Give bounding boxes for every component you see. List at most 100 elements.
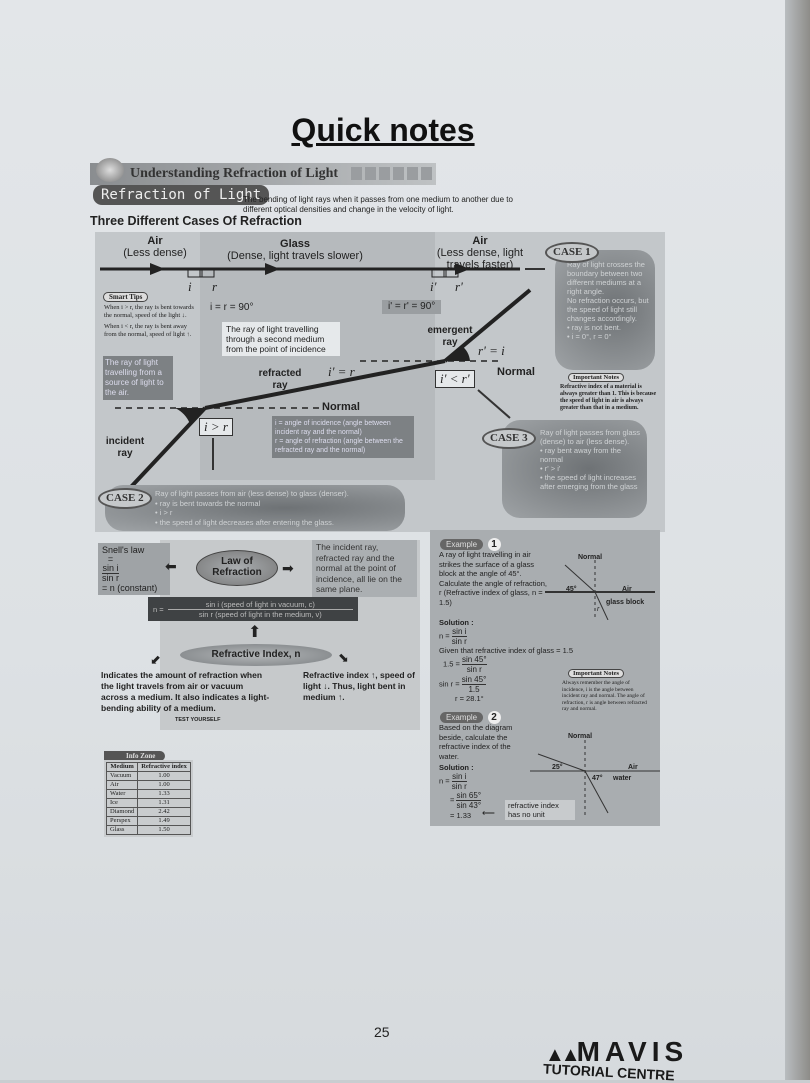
case2-bullet: • ray is bent towards the normal (155, 498, 261, 508)
eq-ip-r: i' = r (328, 364, 355, 379)
no-unit-note: refractive index has no unit (505, 800, 575, 820)
case3-badge: CASE 3 (482, 428, 536, 449)
tip: When i < r, the ray is bent away from th… (104, 323, 192, 338)
fig1-glass: glass block (606, 599, 645, 606)
normal-label-2: Normal (497, 366, 535, 378)
arrow-icon (455, 263, 470, 275)
section-banner: Understanding Refraction of Light (90, 163, 436, 185)
sun-icon (96, 158, 124, 182)
arrow-right-icon: ➡ (282, 560, 294, 576)
def-i: i = angle of incidence (angle between in… (275, 420, 391, 436)
normal-label: Normal (322, 401, 360, 413)
case3-bullet: • r' > i' (540, 464, 561, 473)
definition-text: The bending of light rays when it passes… (243, 195, 513, 214)
case2-text: Ray of light passes from air (less dense… (155, 489, 349, 498)
same-plane-box: The incident ray, refracted ray and the … (312, 540, 417, 597)
page-edge (785, 0, 810, 1080)
arrow-icon (150, 263, 165, 275)
fig2-angle-1: 25° (552, 764, 563, 771)
smart-tips-list: When i > r, the ray is bent towards the … (104, 304, 200, 339)
label-i-prime: i' (430, 279, 437, 294)
example1-label: Example 1 (440, 534, 501, 552)
refractive-index-relation: Refractive index ↑, speed of light ↓. Th… (303, 670, 415, 702)
eq-rp-i: r' = i (478, 343, 505, 358)
pointer-arrow (477, 389, 511, 419)
arrow-down-left-icon: ⬋ (150, 652, 161, 667)
refracted-note: The ray of light travelling through a se… (222, 322, 340, 356)
example2-question: Based on the diagram beside, calculate t… (439, 723, 513, 761)
arrow-icon (265, 263, 280, 275)
case2-bullet: • i > r (155, 508, 173, 517)
examples-panel (430, 530, 660, 826)
arrow-left-icon: ⟵ (482, 808, 495, 818)
refractive-index-ellipse: Refractive Index, n (180, 644, 332, 666)
incident-ray (128, 406, 207, 490)
refracted-label: refracted ray (258, 368, 302, 391)
case3-bullet: • ray bent away from the normal (540, 446, 622, 464)
section-banner-text: Understanding Refraction of Light (130, 166, 339, 181)
arrow-down-right-icon: ⬊ (338, 650, 349, 665)
snell-title: Snell's law (102, 545, 145, 555)
example1-step1: 1.5 = sin 45°sin r (443, 655, 487, 674)
case2-badge: CASE 2 (98, 488, 152, 509)
angle-i-mark (175, 408, 205, 424)
fig2-angle-2: 47° (592, 775, 603, 782)
tip: When i > r, the ray is bent towards the … (104, 304, 194, 319)
mavis-logo: ▲▲MAVIS (545, 1036, 689, 1067)
eq-90-prime: i' = r' = 90° (382, 300, 442, 314)
case2-bullet: • the speed of light decreases after ent… (155, 517, 334, 527)
label-r-prime: r' (455, 279, 463, 294)
example1-step2: sin r = sin 45°1.5 (439, 675, 487, 694)
example2-solution-label: Solution : (439, 763, 474, 772)
topic-pill: Refraction of Light (93, 185, 270, 205)
page-title: Quick notes (291, 112, 475, 148)
info-zone-label: Info Zone (104, 751, 166, 761)
emergent-label: emergent ray (427, 325, 473, 348)
case1-bullet: • ray is not bent. (567, 323, 621, 332)
fig1-angle: 45° (566, 586, 577, 593)
important-notes-text-2: Always remember the angle of incidence, … (562, 680, 647, 712)
fig2-normal: Normal (568, 733, 593, 740)
fig1-r: r (597, 606, 600, 613)
refracted-ray (204, 359, 446, 410)
glass-label: Glass(Dense, light travels slower) (227, 238, 363, 262)
case1-bullet: • i = 0°, r = 0° (567, 332, 612, 341)
arrow-left-icon: ⬅ (165, 558, 177, 574)
example1-figure (545, 560, 655, 620)
case2-cloud: Ray of light passes from air (less dense… (105, 485, 405, 531)
important-notes-text: Refractive index of a material is always… (560, 384, 657, 411)
case3-bullet: • the speed of light increases after eme… (540, 473, 638, 491)
important-notes-label-2: Important Notes (568, 669, 625, 678)
example2-label: Example 2 (440, 707, 501, 725)
case1-text: No refraction occurs, but the speed of l… (567, 296, 649, 323)
example1-solution-label: Solution : (439, 618, 474, 627)
case1-text: Ray of light crosses the boundary betwee… (567, 260, 645, 296)
angle-rp-mark (445, 346, 470, 361)
fig1-normal: Normal (578, 554, 603, 561)
example1-result: r = 28.1° (455, 694, 484, 703)
snell-const: = n (constant) (102, 583, 158, 593)
fig1-air: Air (622, 586, 632, 593)
label-r: r (212, 279, 218, 294)
important-notes-label: Important Notes (568, 373, 625, 382)
example2-step: = sin 65°sin 43° (450, 791, 482, 810)
arrow-up-icon: ⬆ (248, 624, 262, 641)
air-right-label: Air(Less dense, light travels faster) (436, 235, 524, 271)
example2-result: = 1.33 (450, 811, 472, 820)
law-of-refraction-ellipse: Law of Refraction (196, 550, 278, 586)
case1-cloud: Ray of light crosses the boundary betwee… (555, 250, 655, 370)
test-yourself[interactable]: TEST YOURSELF (175, 717, 221, 723)
cases-heading: Three Different Cases Of Refraction (90, 214, 302, 228)
example1-given: Given that refractive index of glass = 1… (439, 646, 574, 655)
fig2-water: water (613, 775, 632, 782)
smart-tips-label: Smart Tips (103, 292, 149, 302)
